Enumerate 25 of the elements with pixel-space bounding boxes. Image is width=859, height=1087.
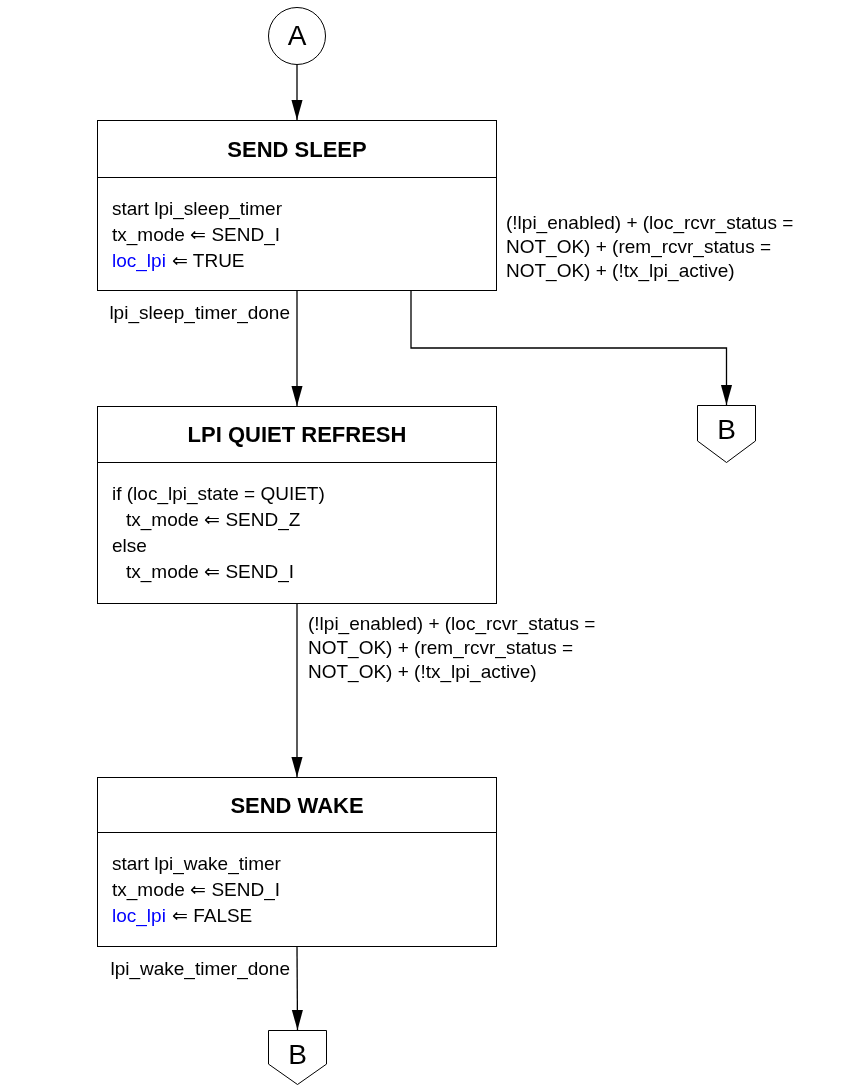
state-title: SEND SLEEP [227, 135, 367, 164]
action-text: start lpi_wake_timer [112, 852, 281, 877]
arrow [410, 290, 733, 406]
variable-name: loc_lpi [112, 904, 166, 929]
variable-name: loc_lpi [112, 249, 166, 274]
off-page-connector: B [697, 405, 756, 463]
state-box [97, 777, 497, 947]
action-text: tx_mode ⇐ SEND_I [112, 878, 281, 903]
arrow [291, 603, 303, 778]
state-box [97, 406, 497, 604]
action-text: start lpi_sleep_timer [112, 197, 283, 222]
action-text: tx_mode ⇐ SEND_I [126, 560, 295, 585]
arrow [291, 946, 303, 1031]
arrow [291, 290, 303, 407]
state-title: LPI QUIET REFRESH [187, 421, 407, 449]
action-text: ⇐ FALSE [171, 904, 253, 928]
action-text: else [112, 534, 147, 558]
action-text: if (loc_lpi_state = QUIET) [112, 482, 325, 507]
off-page-connector: B [268, 1030, 327, 1085]
action-text: tx_mode ⇐ SEND_Z [126, 508, 301, 533]
action-text: tx_mode ⇐ SEND_I [112, 223, 281, 248]
arrow [291, 64, 303, 121]
state-box [97, 120, 497, 291]
state-title: SEND WAKE [230, 791, 364, 820]
action-text: ⇐ TRUE [171, 249, 245, 273]
